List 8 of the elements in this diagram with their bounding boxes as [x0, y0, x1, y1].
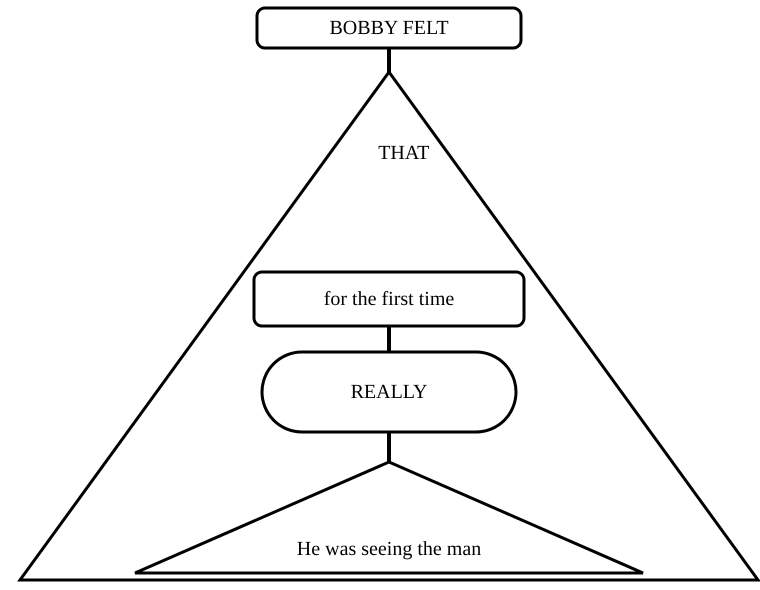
node-label: THAT [378, 141, 430, 166]
connector-line [387, 432, 391, 462]
node-label: REALLY [350, 380, 428, 404]
node-label: for the first time [324, 287, 454, 311]
connector-line [387, 326, 391, 352]
connector-line [387, 48, 391, 72]
node-label: He was seeing the man [296, 536, 482, 561]
node-label: BOBBY FELT [329, 16, 449, 40]
